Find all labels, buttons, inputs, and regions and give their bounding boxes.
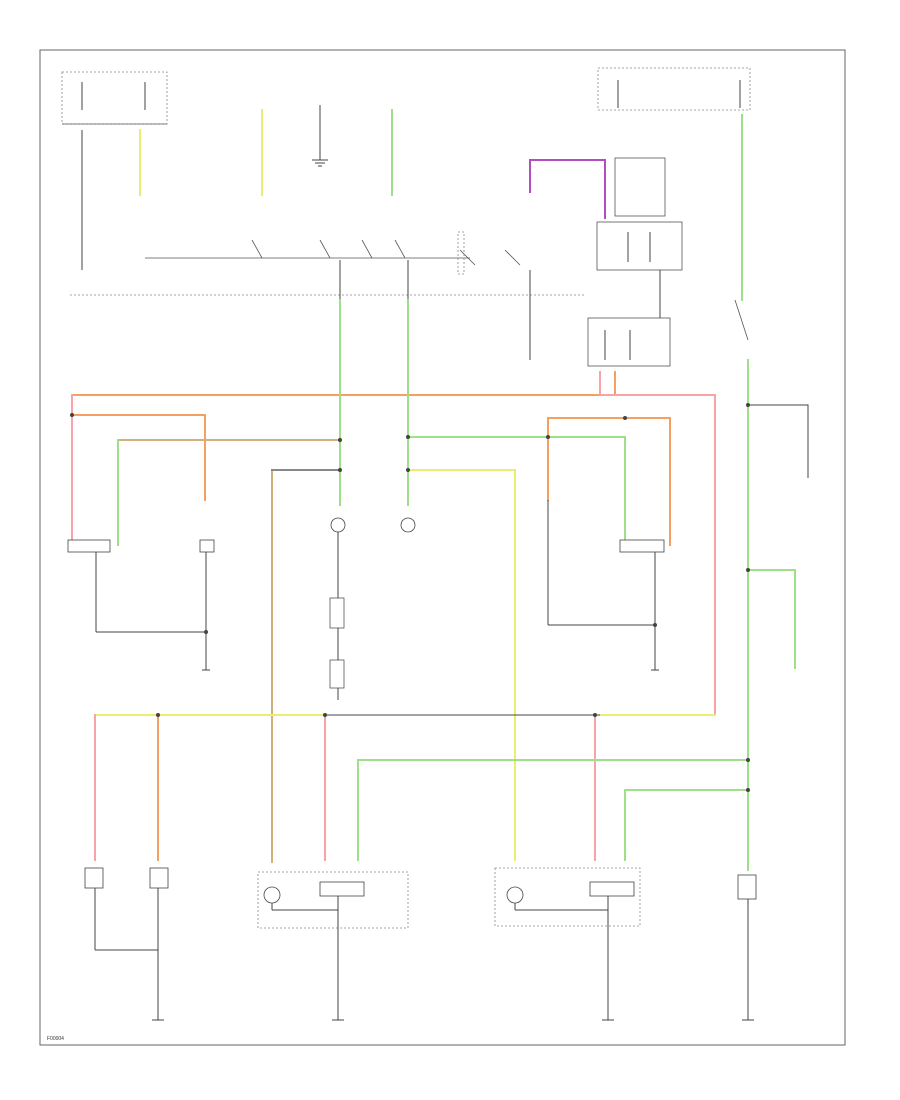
figure-code: F00004 xyxy=(47,1036,64,1042)
diagram-frame xyxy=(39,49,846,1046)
bottom-lamps xyxy=(84,867,757,1020)
ground-symbols-bottom xyxy=(152,669,754,1021)
lower-bus xyxy=(94,714,749,871)
left-rear-lamps xyxy=(67,539,215,670)
ground-symbol xyxy=(312,105,328,167)
center-components xyxy=(329,517,416,700)
junctions xyxy=(70,403,750,792)
right-rear-lamps xyxy=(547,500,665,670)
relay-boxes xyxy=(587,157,749,367)
middle-wires xyxy=(71,299,809,863)
switch-contacts xyxy=(70,231,585,296)
fuse-block-group xyxy=(61,67,751,125)
